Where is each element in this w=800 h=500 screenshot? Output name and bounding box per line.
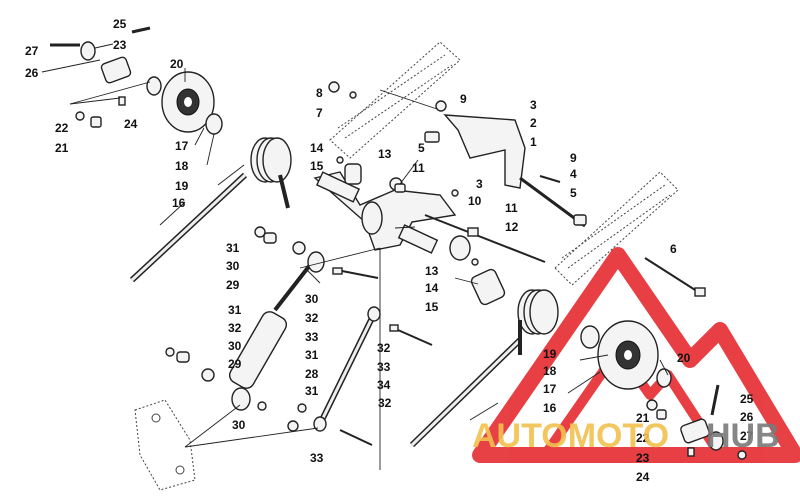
hardware-fasteners xyxy=(165,81,706,446)
callout-2: 2 xyxy=(530,116,537,130)
callout-20-lower: 20 xyxy=(677,351,691,365)
callout-30-b: 30 xyxy=(305,292,319,306)
callout-25-lower: 25 xyxy=(740,392,754,406)
callout-31-a: 31 xyxy=(226,241,240,255)
slide-rail-upper xyxy=(329,41,461,159)
shock-absorber xyxy=(228,251,325,411)
callout-8: 8 xyxy=(316,86,323,100)
callout-17-lower: 17 xyxy=(543,382,557,396)
callout-18-lower: 18 xyxy=(543,364,557,378)
callout-26: 26 xyxy=(25,66,39,80)
front-arm-bracket xyxy=(379,89,587,228)
callout-24-lower: 24 xyxy=(636,470,650,484)
callout-18: 18 xyxy=(175,159,189,173)
callout-15-upper: 15 xyxy=(310,159,324,173)
torsion-spring-upper xyxy=(129,137,292,283)
callout-19: 19 xyxy=(175,179,189,193)
callout-31-c: 31 xyxy=(228,303,242,317)
callout-labels: 25 27 23 26 20 24 22 21 17 18 19 16 8 7 … xyxy=(25,17,754,484)
callout-16: 16 xyxy=(172,196,186,210)
callout-14-upper: 14 xyxy=(310,141,324,155)
frame-bracket xyxy=(134,399,319,491)
callout-13-upper: 13 xyxy=(378,147,392,161)
callout-31-b: 31 xyxy=(305,348,319,362)
callout-9-upper: 9 xyxy=(460,92,467,106)
callout-6: 6 xyxy=(670,242,677,256)
callout-9-right: 9 xyxy=(570,151,577,165)
callout-5-lower: 5 xyxy=(570,186,577,200)
callout-32-a: 32 xyxy=(305,311,319,325)
slide-rail-lower xyxy=(554,171,679,286)
callout-19-lower: 19 xyxy=(543,347,557,361)
torsion-spring-lower xyxy=(409,289,559,448)
link-arm xyxy=(313,306,381,432)
callout-11-lower: 11 xyxy=(505,201,518,215)
callout-22: 22 xyxy=(55,121,69,135)
callout-30-c: 30 xyxy=(228,339,242,353)
callout-12: 12 xyxy=(505,220,519,234)
callout-31-d: 31 xyxy=(305,384,319,398)
watermark-brand-part1: AUTOMOTO xyxy=(472,417,669,455)
callout-3-lower: 3 xyxy=(476,177,483,191)
callout-25: 25 xyxy=(113,17,127,31)
axle-hardware-upper xyxy=(50,26,151,128)
callout-16-lower: 16 xyxy=(543,401,557,415)
callout-7: 7 xyxy=(316,106,323,120)
watermark-text: AUTOMOTO HUB xyxy=(472,417,780,455)
callout-20: 20 xyxy=(170,57,184,71)
callout-27: 27 xyxy=(25,44,39,58)
callout-30-a: 30 xyxy=(226,259,240,273)
callout-30-d: 30 xyxy=(232,418,246,432)
callout-24: 24 xyxy=(124,117,138,131)
axle-hardware-lower xyxy=(646,384,747,460)
callout-14-lower: 14 xyxy=(425,281,439,295)
callout-4: 4 xyxy=(570,167,577,181)
idler-wheel-upper xyxy=(146,71,223,135)
callout-3-upper: 3 xyxy=(530,98,537,112)
callout-1: 1 xyxy=(530,135,537,149)
callout-21: 21 xyxy=(55,141,69,155)
callout-32-d: 32 xyxy=(378,396,392,410)
callout-34: 34 xyxy=(377,378,391,392)
callout-17: 17 xyxy=(175,139,189,153)
callout-27-lower: 27 xyxy=(740,429,754,443)
callout-15-lower: 15 xyxy=(425,300,439,314)
callout-33-c: 33 xyxy=(310,451,324,465)
callout-33-b: 33 xyxy=(377,360,391,374)
callout-28: 28 xyxy=(305,367,319,381)
callout-11-upper: 11 xyxy=(412,161,425,175)
callout-23: 23 xyxy=(113,38,127,52)
callout-21-lower: 21 xyxy=(636,411,650,425)
callout-22-lower: 22 xyxy=(636,431,650,445)
leader-lines xyxy=(41,43,669,470)
callout-33-a: 33 xyxy=(305,330,319,344)
rear-arm-assembly xyxy=(313,163,546,306)
callout-32-b: 32 xyxy=(228,321,242,335)
callout-13-lower: 13 xyxy=(425,264,439,278)
callout-26-lower: 26 xyxy=(740,410,754,424)
idler-wheel-lower xyxy=(580,320,672,390)
callout-5-upper: 5 xyxy=(418,141,425,155)
callout-10: 10 xyxy=(468,194,482,208)
callout-23-lower: 23 xyxy=(636,451,650,465)
callout-29-a: 29 xyxy=(226,278,240,292)
watermark-brand-part2: HUB xyxy=(706,417,780,455)
callout-32-c: 32 xyxy=(377,341,391,355)
callout-29-b: 29 xyxy=(228,357,242,371)
